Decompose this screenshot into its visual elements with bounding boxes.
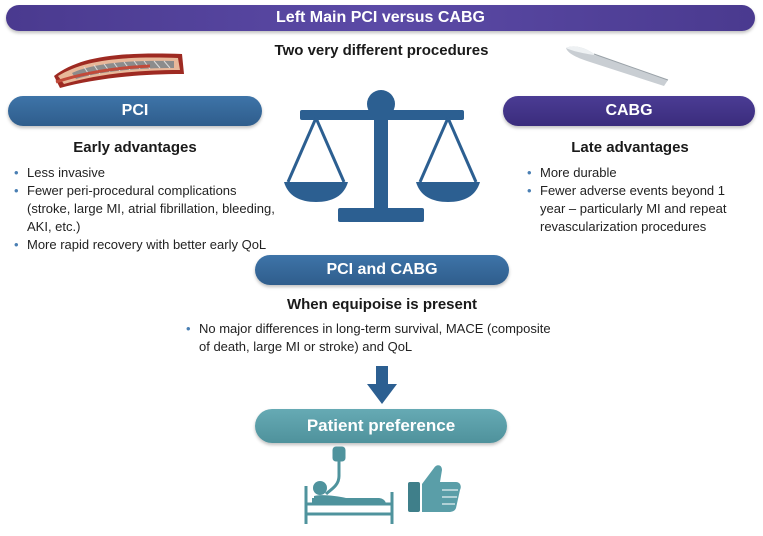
list-item: Fewer peri-procedural complications (str… bbox=[14, 182, 276, 236]
patient-preference-text: Patient preference bbox=[306, 416, 456, 435]
pci-heading: Early advantages bbox=[73, 139, 197, 156]
list-item: Fewer adverse events beyond 1 year – par… bbox=[527, 182, 752, 236]
thumbs-up-icon bbox=[408, 465, 461, 512]
pci-label: PCI bbox=[8, 96, 262, 126]
equipoise-heading: When equipoise is present bbox=[286, 296, 478, 313]
stented-artery-icon bbox=[54, 53, 184, 88]
down-arrow-icon bbox=[367, 366, 397, 404]
cabg-label: CABG bbox=[503, 96, 755, 126]
patient-bed-icon bbox=[304, 446, 394, 524]
list-item: More rapid recovery with better early Qo… bbox=[14, 236, 276, 254]
scalpel-icon bbox=[566, 46, 669, 86]
pci-and-cabg-label-text: PCI and CABG bbox=[326, 261, 438, 278]
patient-preference-label: Patient preference bbox=[255, 409, 507, 443]
cabg-heading: Late advantages bbox=[571, 139, 689, 156]
balance-scale-icon bbox=[284, 90, 480, 222]
pci-and-cabg-label: PCI and CABG bbox=[255, 255, 509, 285]
list-item: No major differences in long-term surviv… bbox=[186, 320, 556, 356]
cabg-advantages-list: More durable Fewer adverse events beyond… bbox=[527, 164, 752, 236]
equipoise-list: No major differences in long-term surviv… bbox=[186, 320, 556, 356]
list-item: More durable bbox=[527, 164, 752, 182]
title-banner: Left Main PCI versus CABG bbox=[6, 5, 755, 31]
subtitle: Two very different procedures bbox=[274, 42, 489, 59]
page-title: Left Main PCI versus CABG bbox=[276, 9, 485, 26]
pci-advantages-list: Less invasive Fewer peri-procedural comp… bbox=[14, 164, 276, 254]
cabg-label-text: CABG bbox=[605, 102, 653, 119]
pci-label-text: PCI bbox=[121, 102, 149, 119]
list-item: Less invasive bbox=[14, 164, 276, 182]
